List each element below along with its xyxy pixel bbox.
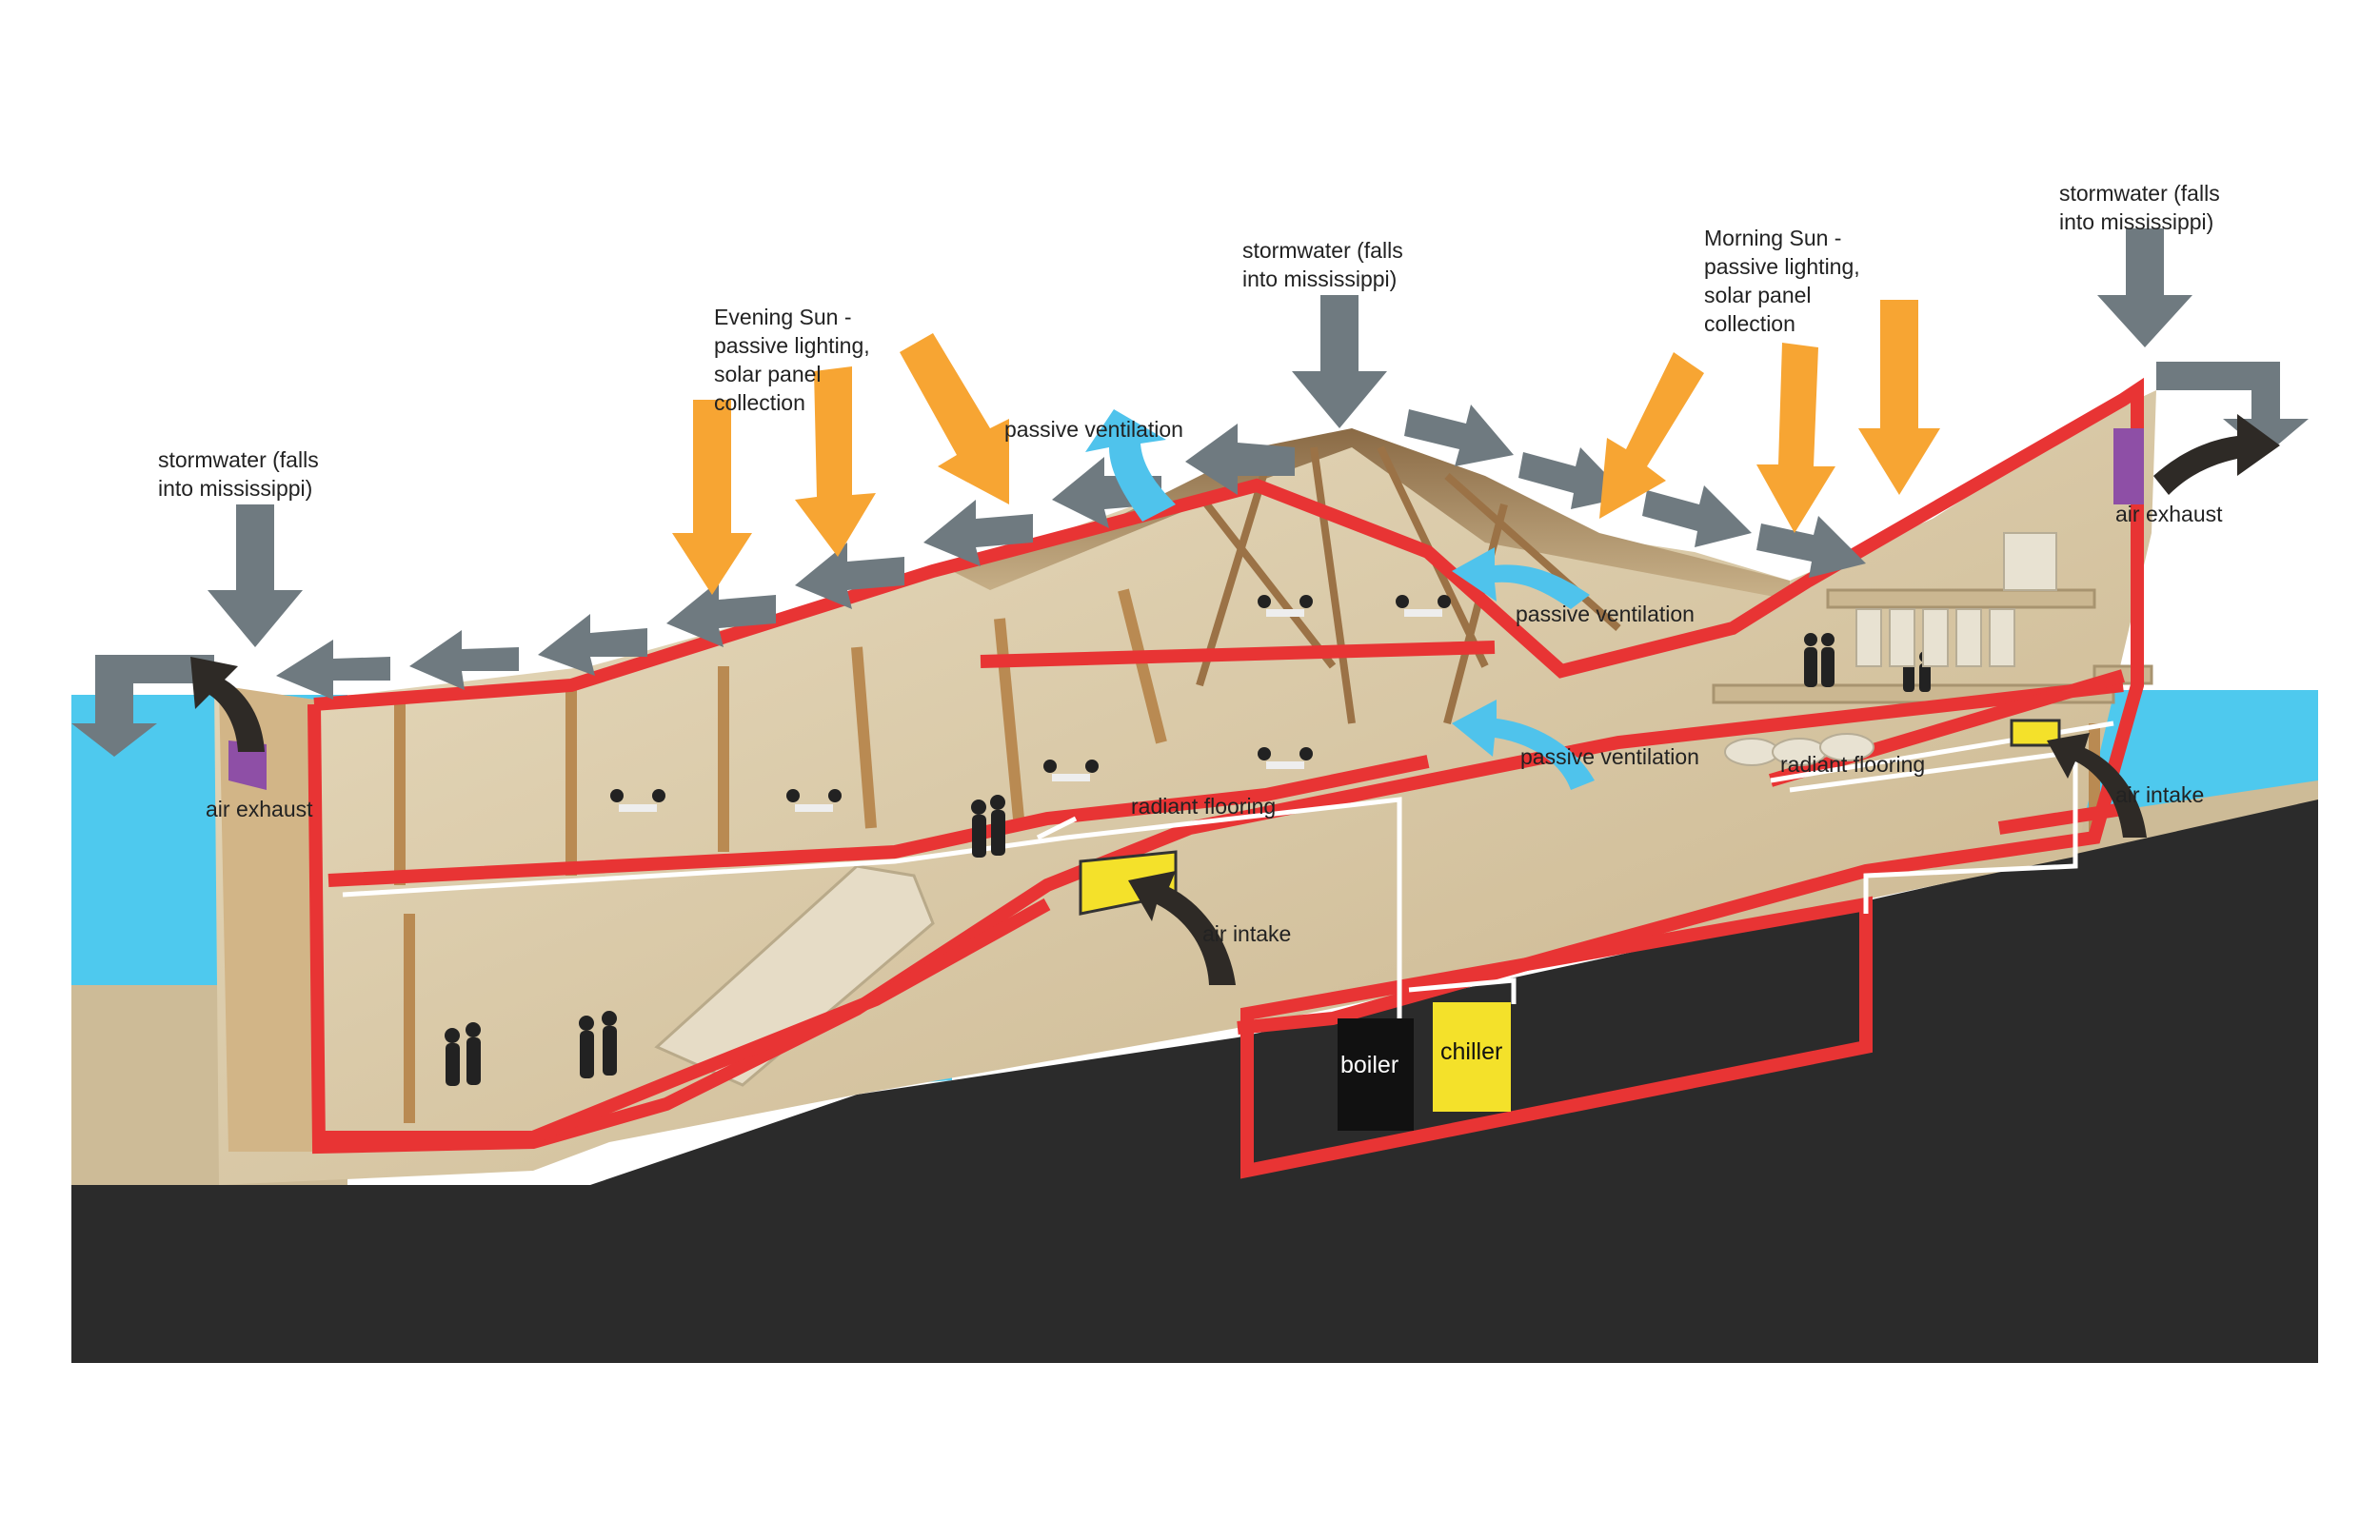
label-passive-ventilation-low: passive ventilation	[1520, 744, 1699, 769]
evening-sun-arrow-3	[900, 333, 1009, 504]
label-air-intake-center: air intake	[1202, 921, 1292, 946]
mechanical-room-outline	[1240, 896, 1873, 1179]
left-outer-wall	[307, 679, 2124, 1155]
roof-outline	[313, 377, 2144, 1035]
label-stormwater-right: stormwater (falls into mississippi)	[2059, 181, 2220, 234]
boiler-unit	[1338, 1018, 1414, 1131]
stormwater-outflow-right	[2156, 362, 2309, 455]
air-exhaust-vent-right	[2113, 428, 2144, 504]
ramp-slab	[324, 898, 1051, 1144]
morning-sun-arrow-3	[1858, 300, 1940, 495]
label-air-exhaust-left: air exhaust	[206, 797, 313, 821]
cafe-tables	[610, 595, 1451, 812]
stormwater-arrows	[71, 228, 2309, 757]
roof-timber-structure	[952, 428, 1790, 600]
timber-columns	[394, 588, 2100, 1123]
stormwater-outflow-left	[71, 655, 214, 757]
label-chiller: chiller	[1440, 1038, 1503, 1065]
morning-sun-arrow-1	[1599, 352, 1704, 519]
ground-slope	[71, 800, 2318, 1363]
label-morning-sun: Morning Sun - passive lighting, solar pa…	[1704, 226, 1860, 336]
evening-sun-arrow-1	[672, 400, 752, 595]
morning-sun-arrow-2	[1756, 343, 1835, 533]
mechanical-equipment	[1338, 1002, 1511, 1131]
label-passive-ventilation-top: passive ventilation	[1004, 417, 1183, 442]
roof-runoff-arrows	[276, 405, 1866, 700]
people-group-ground-left	[445, 1011, 617, 1086]
ventilation-arrow-low	[1452, 700, 1595, 790]
right-lower-slab	[1997, 802, 2125, 835]
label-air-exhaust-right: air exhaust	[2115, 502, 2223, 526]
label-boiler: boiler	[1340, 1052, 1399, 1078]
ventilation-arrow-top	[1085, 409, 1176, 522]
people-group-stair-top	[971, 795, 1005, 858]
air-intake-arrow-right	[2047, 733, 2147, 838]
air-intake-arrow-center	[1128, 871, 1236, 985]
left-end-wall	[219, 685, 314, 1152]
ventilation-arrows	[1085, 409, 1595, 790]
storage-silos	[1724, 532, 2057, 766]
people-group-right	[1804, 633, 1931, 692]
stormwater-down-arrow-center	[1292, 295, 1387, 428]
air-exhaust-arrow-left	[190, 657, 265, 752]
right-floor-slab	[1769, 669, 2125, 787]
label-passive-ventilation-mid: passive ventilation	[1516, 602, 1695, 626]
evening-sun-arrow-2	[795, 366, 876, 557]
label-evening-sun: Evening Sun - passive lighting, solar pa…	[714, 305, 870, 415]
label-air-intake-right: air intake	[2115, 782, 2205, 807]
building-interior	[214, 390, 2156, 1185]
sun-arrows	[672, 300, 1940, 595]
chiller-unit	[1433, 1002, 1511, 1112]
upper-floor-slab	[327, 755, 1430, 887]
stormwater-down-arrow-left	[208, 504, 303, 647]
vents	[228, 428, 2144, 916]
people-silhouettes	[445, 595, 1931, 1086]
air-arrows	[190, 414, 2280, 985]
stormwater-down-arrow-right	[2097, 228, 2192, 347]
ventilation-arrow-mid	[1452, 547, 1590, 609]
structure-outline	[307, 377, 2144, 1179]
mezzanine-slab	[980, 641, 1496, 668]
air-exhaust-arrow-right	[2153, 414, 2280, 495]
label-stormwater-left: stormwater (falls into mississippi)	[158, 447, 319, 501]
air-exhaust-vent-left	[228, 740, 267, 790]
label-radiant-flooring-center: radiant flooring	[1131, 794, 1277, 819]
label-radiant-flooring-right: radiant flooring	[1780, 752, 1926, 777]
label-stormwater-center: stormwater (falls into mississippi)	[1242, 238, 1403, 291]
